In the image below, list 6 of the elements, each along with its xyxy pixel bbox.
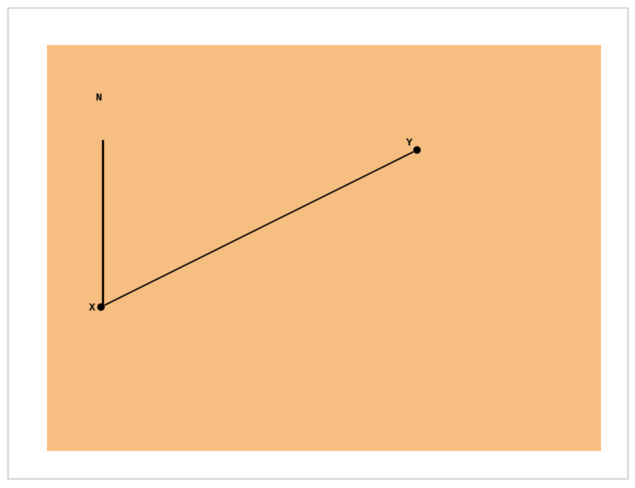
node-label: X (88, 303, 96, 311)
node-label: Y (406, 138, 413, 146)
point: Y (406, 138, 421, 154)
line (104, 151, 414, 306)
direction-label: N (96, 93, 102, 100)
point: X (88, 303, 105, 311)
